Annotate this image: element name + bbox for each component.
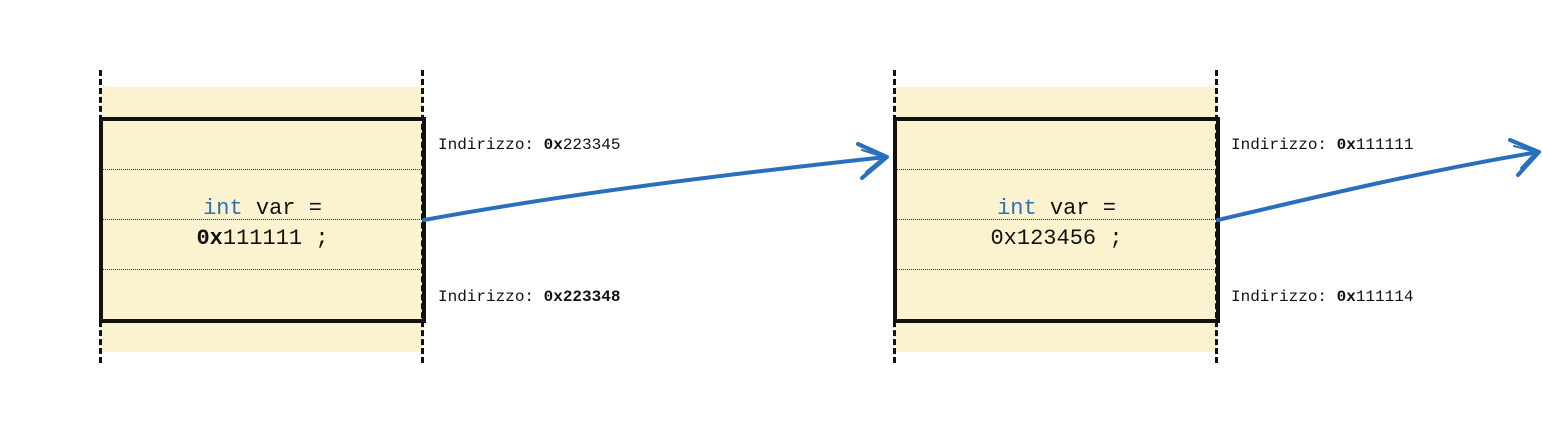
address-digits: 223348	[562, 288, 621, 306]
arrow-head	[1508, 138, 1541, 177]
semicolon: ;	[1109, 226, 1123, 251]
cell-1-value: 0x111111 ;	[103, 224, 422, 254]
value-prefix: 0x	[990, 226, 1017, 251]
arrow-head	[856, 142, 889, 180]
cell-1-code: int var = 0x111111 ;	[103, 194, 422, 254]
cell-2-code: int var = 0x123456 ;	[897, 194, 1216, 254]
cell-divider	[897, 169, 1216, 170]
address-label: Indirizzo:	[438, 136, 535, 154]
value-digits: 123456	[1016, 226, 1097, 251]
value-digits: 111111	[222, 226, 303, 251]
declaration-text: var =	[255, 196, 322, 221]
cell-2-value: 0x123456 ;	[897, 224, 1216, 254]
cell-1-declaration: int var =	[103, 194, 422, 224]
value-prefix: 0x	[196, 226, 223, 251]
arrow-shaft	[1216, 150, 1540, 222]
cell-2-declaration: int var =	[897, 194, 1216, 224]
pointer-arrow-1	[422, 142, 889, 222]
arrow-head-stroke	[1513, 145, 1537, 169]
semicolon: ;	[315, 226, 329, 251]
memory-cell-1: int var = 0x111111 ;	[99, 117, 426, 323]
cell-2-top-address: Indirizzo: 0x111111	[1231, 136, 1413, 154]
arrow-head-stroke	[861, 149, 885, 173]
cell-divider	[103, 219, 422, 220]
address-prefix: 0x	[543, 136, 563, 154]
cell-divider	[897, 219, 1216, 220]
cell-1-top-address: Indirizzo: 0x223345	[438, 136, 620, 154]
cell-2-bottom-address: Indirizzo: 0x111114	[1231, 288, 1413, 306]
address-digits: 111111	[1355, 136, 1414, 154]
address-digits: 223345	[562, 136, 621, 154]
address-label: Indirizzo:	[1231, 136, 1328, 154]
address-prefix: 0x	[1336, 288, 1356, 306]
pointer-arrow-2	[1216, 138, 1541, 222]
type-keyword: int	[203, 196, 243, 221]
address-prefix: 0x	[543, 288, 563, 306]
address-digits: 111114	[1355, 288, 1414, 306]
memory-cell-2: int var = 0x123456 ;	[893, 117, 1220, 323]
cell-divider	[897, 269, 1216, 270]
address-label: Indirizzo:	[438, 288, 535, 306]
cell-divider	[103, 169, 422, 170]
declaration-text: var =	[1049, 196, 1116, 221]
address-prefix: 0x	[1336, 136, 1356, 154]
cell-divider	[103, 269, 422, 270]
address-label: Indirizzo:	[1231, 288, 1328, 306]
type-keyword: int	[997, 196, 1037, 221]
cell-1-bottom-address: Indirizzo: 0x223348	[438, 288, 620, 306]
arrow-shaft	[422, 155, 888, 222]
